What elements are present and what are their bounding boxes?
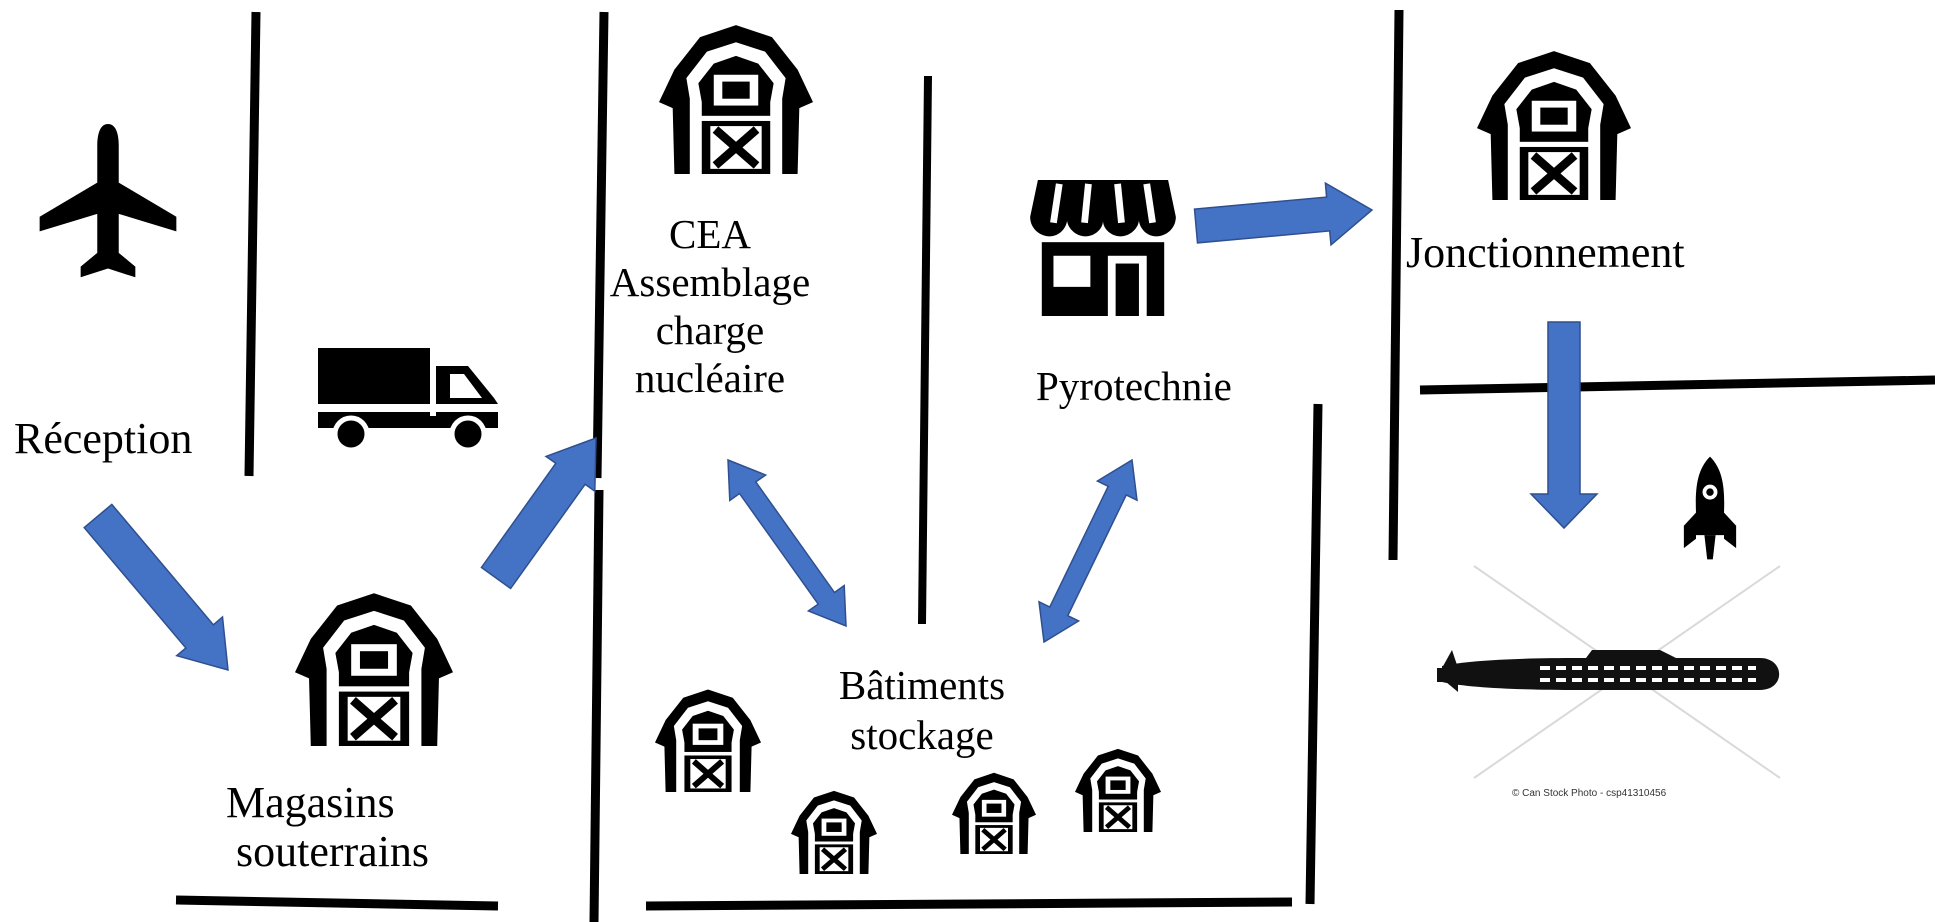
barn-icon bbox=[1075, 749, 1161, 832]
rocket-icon bbox=[1683, 456, 1737, 560]
divider-line bbox=[1419, 375, 1935, 395]
jonctionnement-label: Jonctionnement bbox=[1406, 228, 1685, 277]
truck-icon bbox=[318, 348, 498, 450]
arrow-cea-batiments bbox=[727, 458, 847, 628]
magasins-label-line: Magasins bbox=[226, 778, 395, 827]
shop-icon bbox=[1030, 180, 1176, 316]
divider-line bbox=[589, 489, 604, 922]
divider-line bbox=[1388, 9, 1404, 561]
cea-label: CEA Assemblage charge nucléaire bbox=[596, 210, 824, 402]
arrow-jonctionnement-to-submarine bbox=[1529, 321, 1599, 530]
cea-label-line: nucléaire bbox=[634, 355, 786, 401]
barn-icon bbox=[659, 25, 813, 174]
flow-arrows bbox=[83, 181, 1599, 672]
cea-label-line: Assemblage bbox=[609, 259, 811, 305]
airplane-icon bbox=[39, 124, 177, 278]
magasins-label: Magasins souterrains bbox=[226, 778, 456, 876]
batiments-label-line: Bâtiments bbox=[838, 662, 1006, 708]
magasins-label-line: souterrains bbox=[236, 827, 430, 876]
barn-icon bbox=[295, 593, 453, 746]
barn-icon bbox=[952, 773, 1036, 854]
divider-line bbox=[592, 11, 609, 479]
submarine-icon bbox=[1437, 565, 1781, 779]
arrow-reception-to-magasins bbox=[83, 503, 229, 672]
divider-line bbox=[244, 11, 261, 477]
barn-icon bbox=[791, 791, 877, 874]
arrow-magasins-to-cea bbox=[480, 436, 597, 590]
batiments-label: Bâtiments stockage bbox=[812, 660, 1032, 760]
divider-line bbox=[1305, 403, 1323, 905]
reception-label: Réception bbox=[14, 414, 193, 463]
cea-label-line: charge bbox=[655, 307, 765, 353]
barn-icon bbox=[655, 690, 761, 792]
arrow-batiments-pyrotechnie bbox=[1038, 458, 1138, 644]
divider-line bbox=[645, 897, 1293, 911]
cea-label-line: CEA bbox=[669, 211, 751, 257]
divider-line bbox=[918, 75, 932, 625]
barn-icon bbox=[1477, 51, 1631, 200]
divider-line bbox=[175, 895, 499, 911]
arrow-pyrotechnie-to-jonctionnement bbox=[1193, 181, 1374, 247]
watermark-text: © Can Stock Photo - csp41310456 bbox=[1512, 788, 1667, 799]
divider-lines bbox=[175, 9, 1935, 922]
batiments-label-line: stockage bbox=[850, 712, 994, 758]
pyrotechnie-label: Pyrotechnie bbox=[1036, 363, 1232, 409]
